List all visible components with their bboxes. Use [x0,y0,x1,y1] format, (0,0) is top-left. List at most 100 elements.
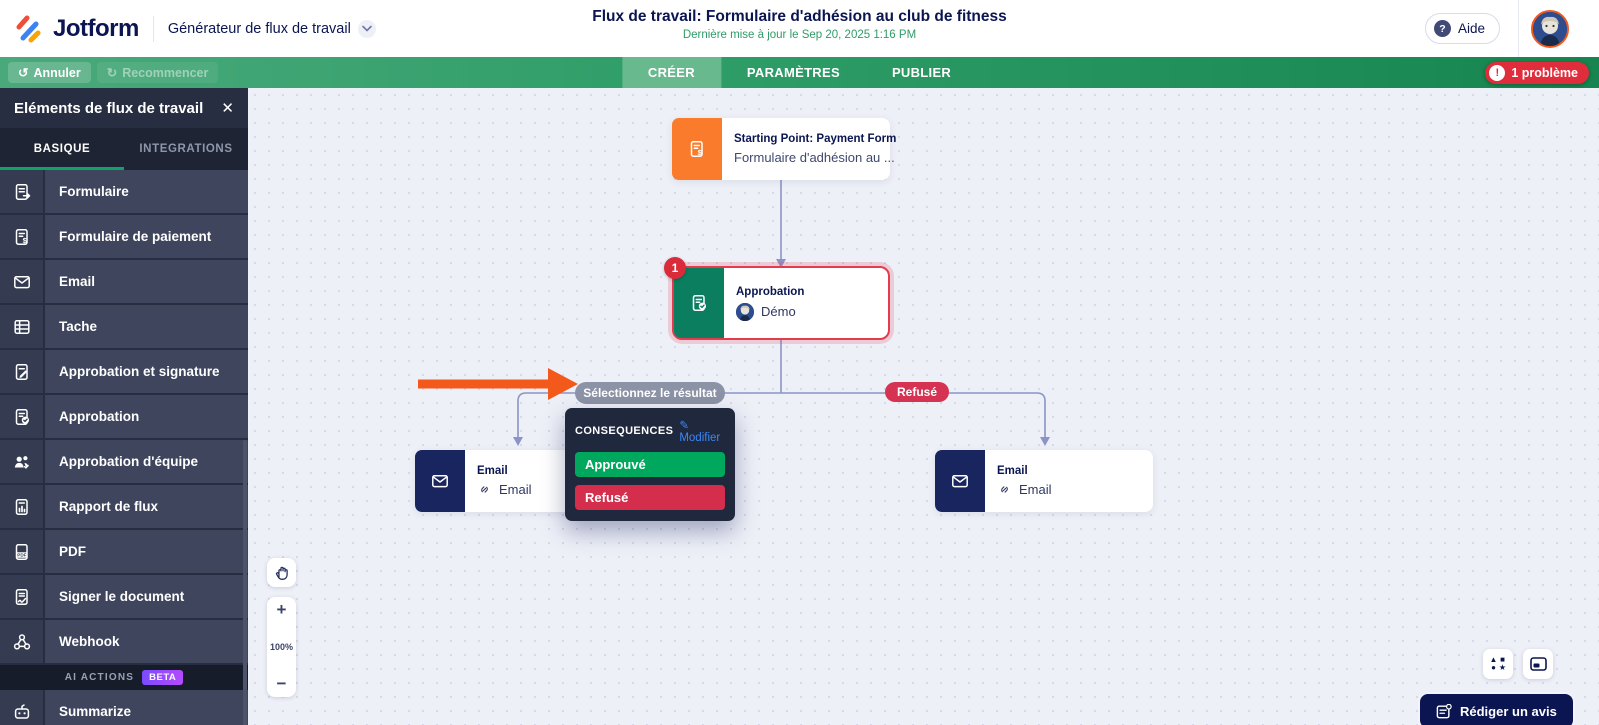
brand-name: Jotform [53,14,139,42]
approval-icon [674,268,724,338]
zoom-level: 100% [269,642,294,652]
webhook-icon [0,620,45,663]
undo-icon: ↺ [18,66,29,80]
element-label: Approbation [45,395,248,438]
tab-create[interactable]: CRÉER [621,57,721,88]
element-item[interactable]: Email [0,260,248,305]
help-button[interactable]: ? Aide [1424,13,1500,44]
element-label: Rapport de flux [45,485,248,528]
elements-shortcut-button[interactable]: ▲■●★ [1483,649,1513,679]
zoom-in-button[interactable]: + [276,600,287,619]
assignee-avatar [736,302,754,321]
element-item[interactable]: Approbation d'équipe [0,440,248,485]
undo-redo-group: ↺ Annuler ↻ Recommencer [8,62,219,83]
element-item[interactable]: Formulaire [0,170,248,215]
approval-icon [0,395,45,438]
top-header: Jotform Générateur de flux de travail Fl… [0,0,1599,57]
minimap-icon [1529,657,1547,671]
summarize-icon [0,690,45,725]
element-item[interactable]: Approbation et signature [0,350,248,395]
ai-actions-label: AI ACTIONS [64,672,135,683]
panel-header: Eléments de flux de travail ✕ [0,88,248,128]
chevron-down-icon [357,19,376,38]
sign-document-icon [0,575,45,618]
node-start-payment-form[interactable]: $ Starting Point: Payment Form Formulair… [672,118,896,180]
node-title: Email [477,465,508,477]
branch-label-refused[interactable]: Refusé [885,382,950,402]
redo-button[interactable]: ↻ Recommencer [96,62,219,83]
close-icon[interactable]: ✕ [221,100,234,117]
flow-canvas[interactable]: $ Starting Point: Payment Form Formulair… [248,88,1599,725]
edit-link[interactable]: ✎ Modifier [679,420,721,444]
panel-title: Eléments de flux de travail [14,99,204,117]
approval-signature-icon [0,350,45,393]
sidebar-scrollbar[interactable] [243,440,247,725]
help-label: Aide [1457,21,1485,36]
element-item[interactable]: Summarize [0,690,248,725]
pan-hand-button[interactable] [267,558,296,587]
write-review-button[interactable]: Rédiger un avis [1420,694,1573,725]
consequence-option-refus[interactable]: Refusé [575,485,725,510]
zoom-out-button[interactable]: − [276,674,287,693]
element-label: Webhook [45,620,248,663]
shapes-icon: ▲■●★ [1489,655,1507,672]
email-icon [415,450,465,512]
element-item[interactable]: Webhook [0,620,248,665]
node-subtitle: Email [499,482,532,497]
redo-icon: ↻ [106,66,118,80]
form-icon [0,170,45,213]
panel-tabs: BASIQUE INTEGRATIONS [0,128,248,170]
minimap-button[interactable] [1523,649,1553,679]
hand-icon [275,566,288,580]
zoom-control: + 100% − [267,597,296,697]
element-item[interactable]: $ Formulaire de paiement [0,215,248,260]
tab-settings[interactable]: PARAMÈTRES [746,65,840,80]
jotform-logo[interactable]: Jotform [0,14,139,44]
element-label: Email [45,260,248,303]
element-label: PDF [45,530,248,573]
problem-badge[interactable]: ! 1 problème [1485,61,1589,84]
error-count-badge: 1 [664,257,686,279]
last-updated: Dernière mise à jour le Sep 20, 2025 1:1… [682,29,917,41]
ai-actions-section: AI ACTIONS BETA [0,665,248,690]
redo-label: Recommencer [122,65,209,80]
tab-publish[interactable]: PUBLIER [891,65,952,80]
svg-text:$: $ [22,236,27,245]
payment-form-icon: $ [672,118,722,180]
assignee-name: Démo [761,304,796,319]
select-result-pill[interactable]: Sélectionnez le résultat [575,382,725,404]
email-icon [0,260,45,303]
avatar[interactable] [1531,9,1569,48]
app-switcher[interactable]: Générateur de flux de travail [168,19,376,38]
undo-button[interactable]: ↺ Annuler [8,62,91,83]
header-divider [152,15,154,42]
element-item[interactable]: Rapport de flux [0,485,248,530]
sidebar-tab-integrations[interactable]: INTEGRATIONS [139,143,233,155]
node-approval[interactable]: 1 Approbation Démo [664,257,890,340]
beta-badge: BETA [142,670,184,685]
node-title: Approbation [736,285,805,298]
element-label: Formulaire [45,170,248,213]
write-review-label: Rédiger un avis [1460,703,1557,719]
connector-lines [418,180,1050,446]
consequence-option-approuv[interactable]: Approuvé [575,452,725,477]
workflow-title-block: Flux de travail: Formulaire d'adhésion a… [592,8,1007,41]
task-icon [0,305,45,348]
element-item[interactable]: Tache [0,305,248,350]
header-right: ? Aide [1424,0,1599,57]
element-label: Tache [45,305,248,348]
action-toolbar: ↺ Annuler ↻ Recommencer CRÉER PARAMÈTRES P… [0,57,1599,88]
header-divider [1518,0,1519,57]
element-label: Signer le document [45,575,248,618]
node-email-denied[interactable]: Email Email [935,450,1153,512]
element-item[interactable]: Approbation [0,395,248,440]
svg-text:$: $ [698,148,703,157]
sidebar-tab-basic[interactable]: BASIQUE [33,143,91,155]
exclamation-icon: ! [1489,64,1506,81]
element-label: Formulaire de paiement [45,215,248,258]
element-item[interactable]: Signer le document [0,575,248,620]
review-icon [1436,703,1452,718]
